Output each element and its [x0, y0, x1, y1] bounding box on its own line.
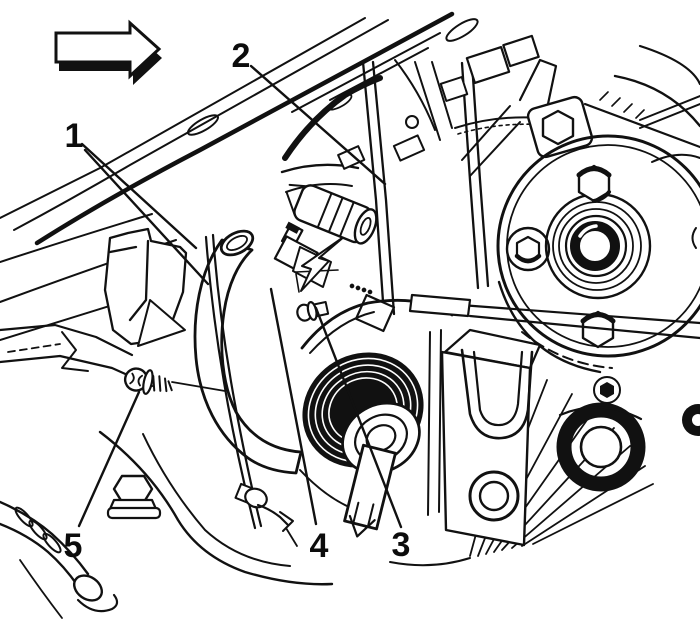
leader-5	[77, 390, 141, 528]
direction-arrow-right-icon	[54, 19, 162, 85]
crankshaft-pulley	[445, 102, 700, 374]
mount-nut	[106, 474, 162, 520]
leader-4	[269, 287, 318, 526]
callout-label-3: 3	[392, 526, 411, 564]
leader-3	[314, 306, 403, 529]
coolant-pipe	[193, 229, 303, 475]
callout-label-1: 1	[65, 117, 84, 155]
corrugated-hose	[0, 500, 119, 619]
callout-label-5: 5	[64, 527, 83, 565]
zigzag-break	[300, 235, 346, 292]
engine-block-ribs	[427, 328, 700, 557]
ribbed-hose-end	[285, 183, 378, 245]
connector-cluster	[337, 34, 558, 170]
leader-lines	[77, 64, 403, 529]
mount-bracket	[103, 227, 188, 347]
screw-axis-line	[171, 381, 226, 392]
callout-labels: 1 2 3 4 5	[64, 37, 411, 565]
stud-bolt	[296, 300, 330, 322]
vertical-struts	[354, 60, 561, 333]
leader-1b	[83, 148, 210, 286]
callout-label-2: 2	[232, 37, 251, 75]
leader-2	[249, 64, 387, 186]
callout-label-4: 4	[310, 527, 329, 565]
heater-pipe	[204, 233, 298, 547]
retaining-screw	[123, 367, 173, 395]
leader-1a	[80, 142, 198, 250]
